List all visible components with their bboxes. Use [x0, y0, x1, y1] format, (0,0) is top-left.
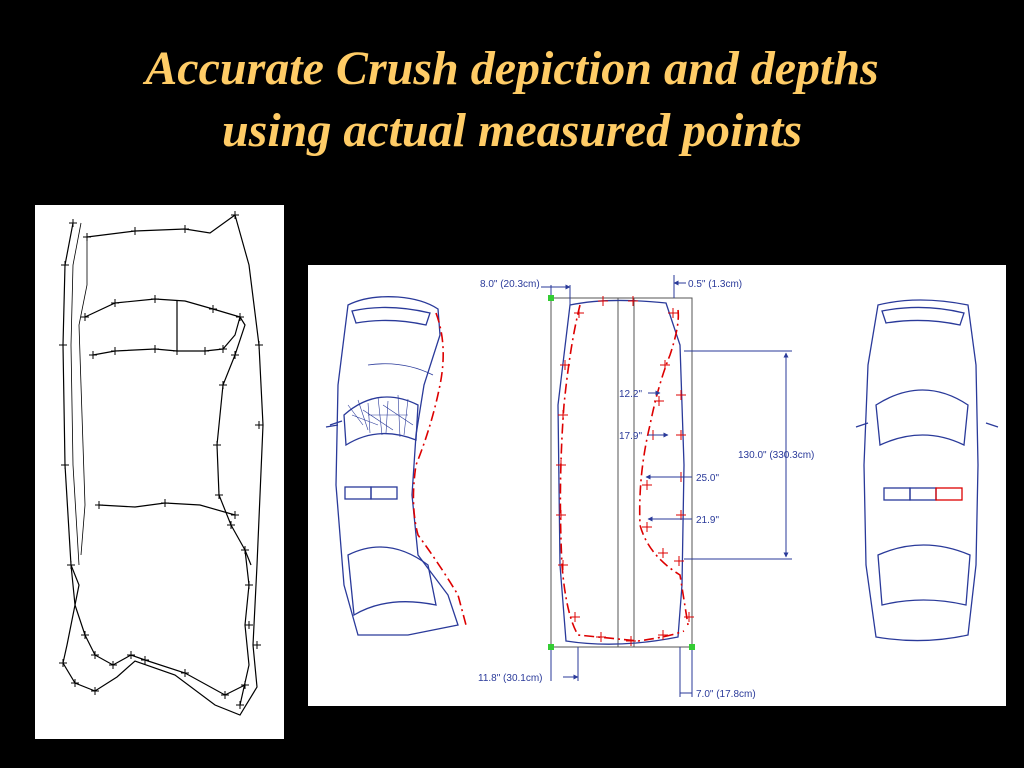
- green-reference-points: [548, 295, 695, 650]
- dim-bottom-left: 11.8" (30.1cm): [478, 673, 543, 684]
- crush-profile-drawing: 8.0" (20.3cm) 0.5" (1.3cm) 12.2" 17.9" 2…: [325, 275, 999, 700]
- dimension-lines: [541, 275, 792, 697]
- title-line-1: Accurate Crush depiction and depths: [145, 42, 879, 95]
- vehicle-outline-center: [557, 299, 685, 645]
- measured-points-wireframe: [35, 205, 284, 739]
- crush-line-left-car: [412, 312, 467, 626]
- crush-profile-diagram: 8.0" (20.3cm) 0.5" (1.3cm) 12.2" 17.9" 2…: [308, 265, 1006, 706]
- crush-line-center: [559, 304, 689, 642]
- crush-point-markers: [556, 296, 694, 646]
- dim-bottom-right: 7.0" (17.8cm): [696, 689, 756, 700]
- dim-depth-2: 17.9": [619, 431, 642, 442]
- dim-top-left: 8.0" (20.3cm): [480, 279, 540, 290]
- dim-overall-length: 130.0" (330.3cm): [738, 450, 814, 461]
- crush-strands: [347, 394, 414, 438]
- slide-title: Accurate Crush depiction and depths usin…: [0, 38, 1024, 162]
- crush-profile-box: [550, 297, 693, 648]
- car-right-outline: [855, 299, 999, 642]
- dim-depth-4: 21.9": [696, 515, 719, 526]
- dim-depth-1: 12.2": [619, 389, 642, 400]
- car-left-outline: [325, 296, 459, 636]
- title-line-2: using actual measured points: [221, 104, 803, 157]
- dim-depth-3: 25.0": [696, 473, 719, 484]
- measured-point-markers: [59, 211, 263, 709]
- outer-outline: [62, 214, 264, 716]
- wireframe-drawing: [59, 211, 264, 716]
- dim-top-right: 0.5" (1.3cm): [688, 279, 742, 290]
